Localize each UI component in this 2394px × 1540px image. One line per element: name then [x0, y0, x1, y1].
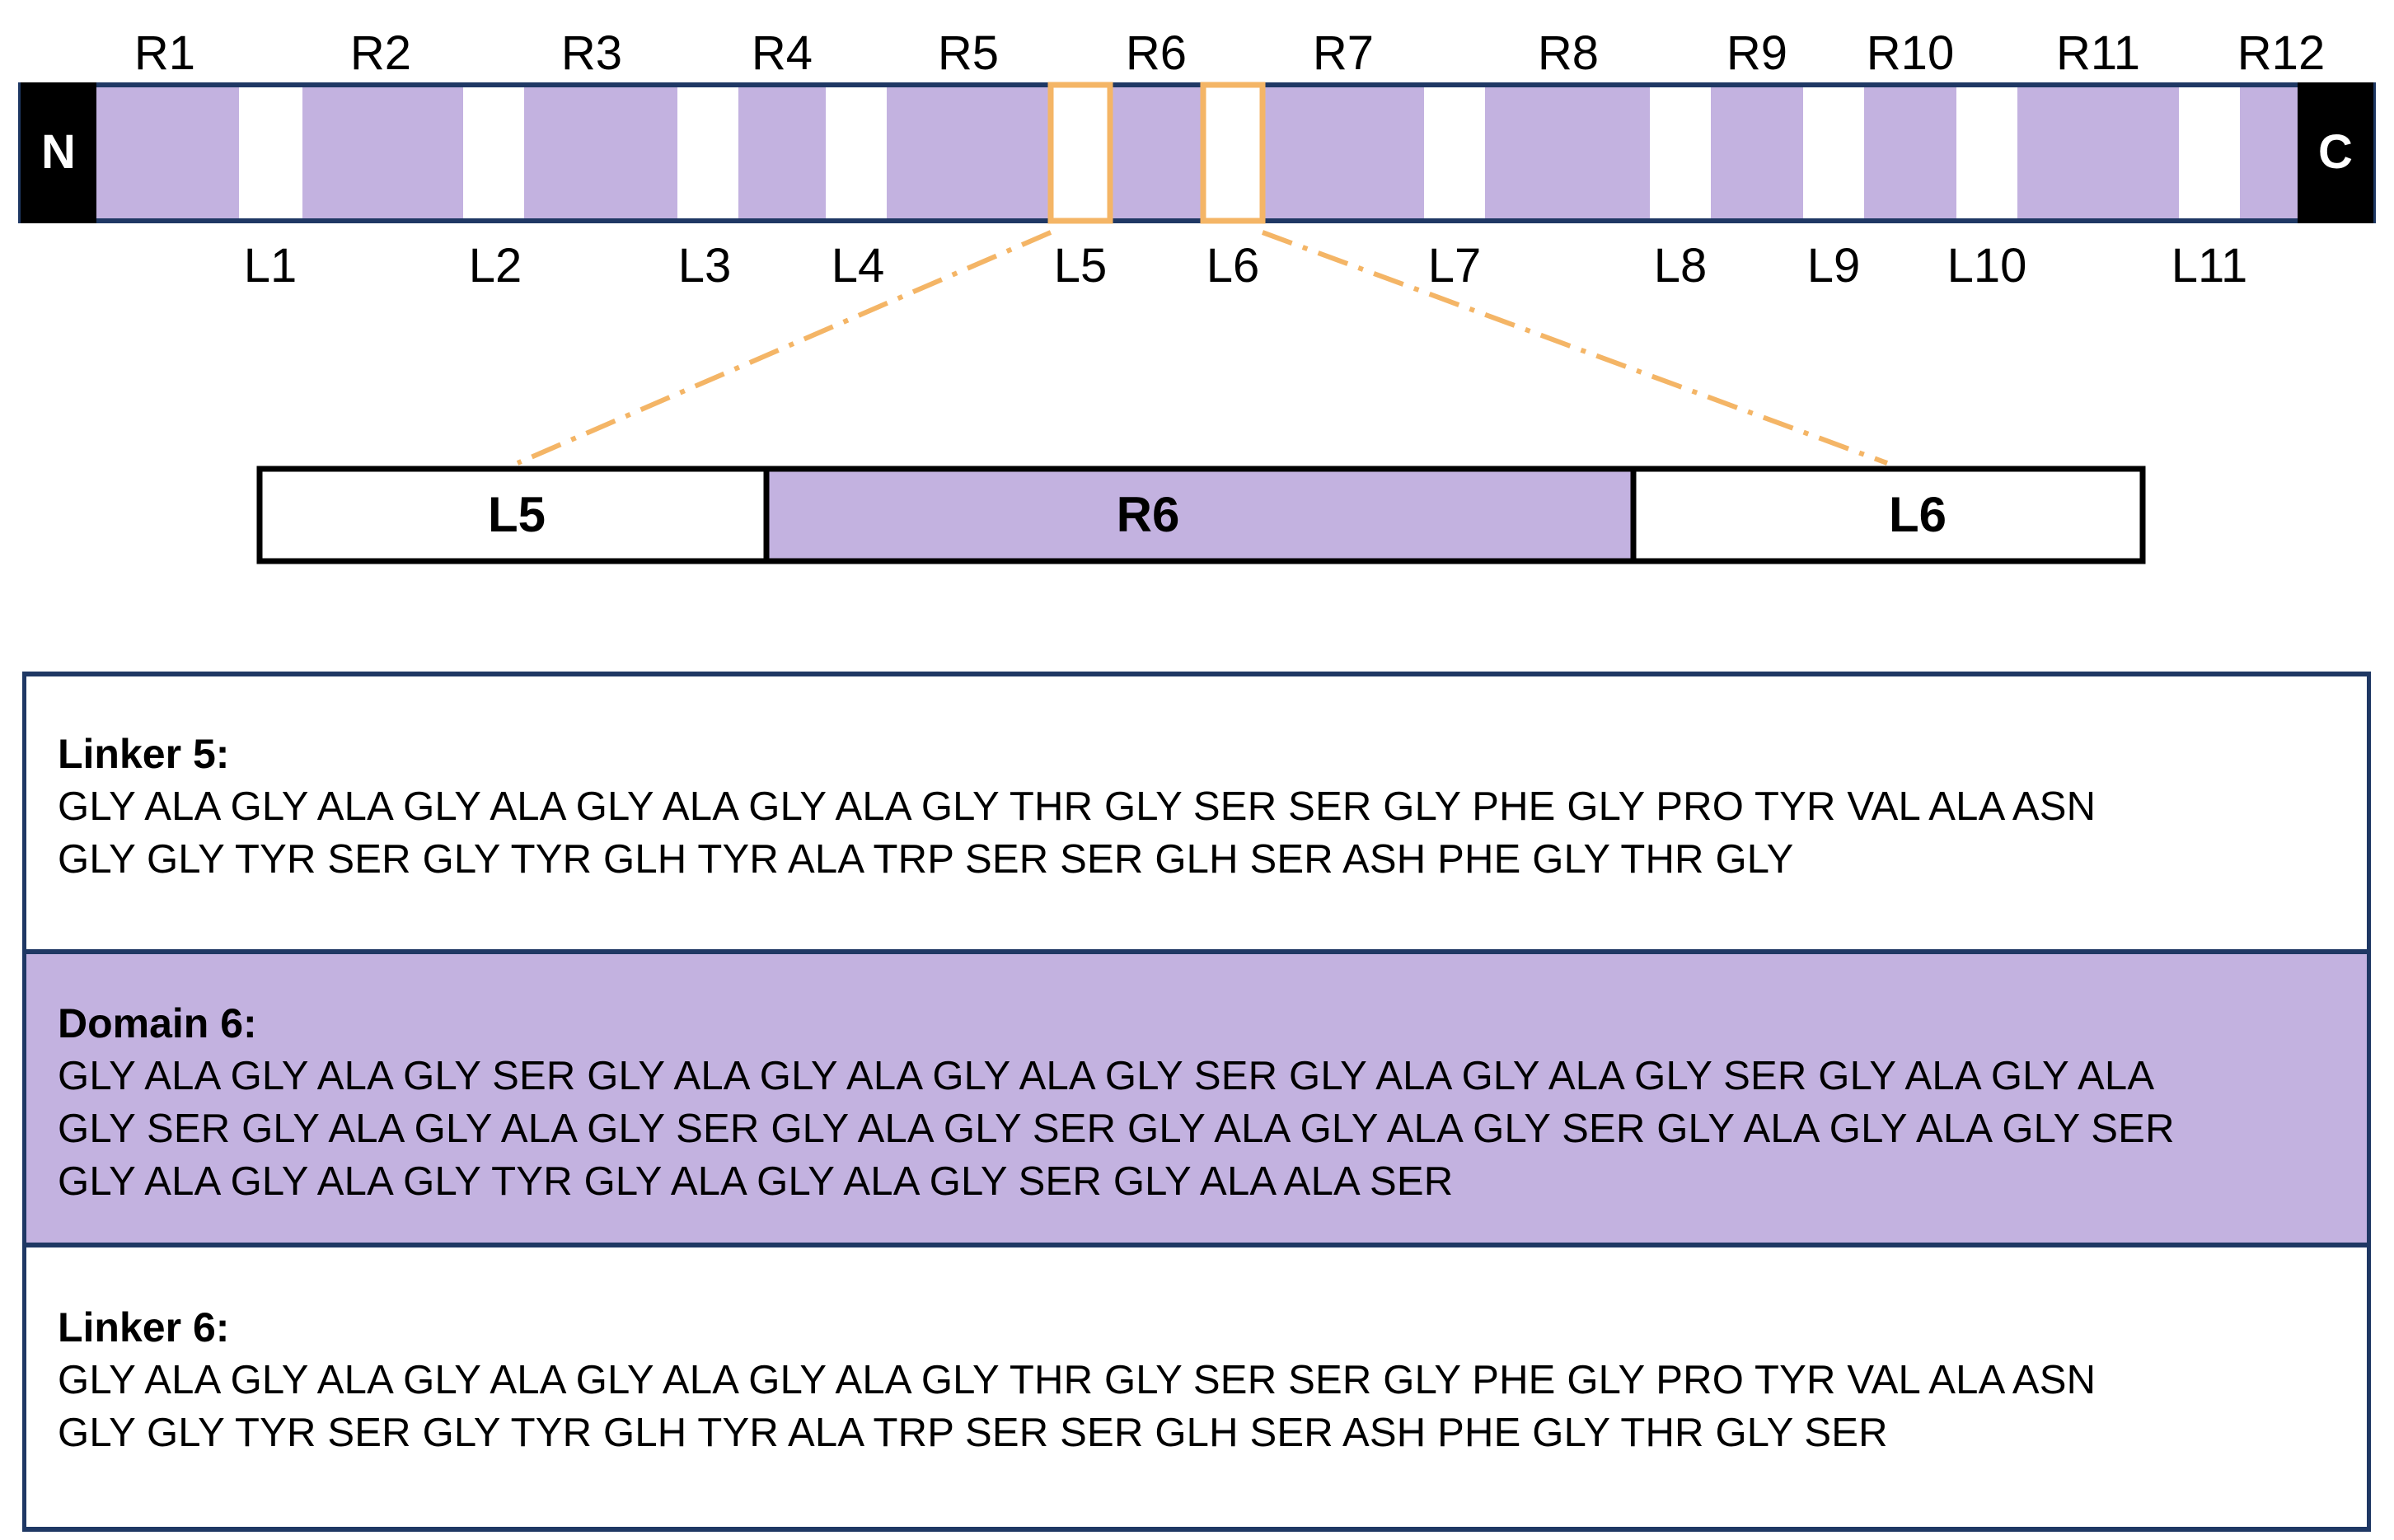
linker5-title: Linker 5:: [58, 731, 230, 777]
sequence-line: GLY ALA GLY ALA GLY SER GLY ALA GLY ALA …: [58, 1054, 2155, 1098]
linker-label-l8: L8: [1654, 239, 1708, 293]
repeat-label-r11: R11: [2056, 26, 2140, 80]
linker5-sequence-panel: Linker 5: GLY ALA GLY ALA GLY ALA GLY AL…: [22, 672, 2371, 952]
repeat-block-r8: [1485, 87, 1650, 218]
linker-label-l10: L10: [1947, 239, 2027, 293]
repeat-block-r1: [96, 87, 239, 218]
linker-label-l2: L2: [469, 239, 522, 293]
sequence-line: GLY GLY TYR SER GLY TYR GLH TYR ALA TRP …: [58, 837, 1794, 882]
n-terminus-block: [21, 82, 96, 223]
domain6-sequence-panel: Domain 6: GLY ALA GLY ALA GLY SER GLY AL…: [22, 952, 2371, 1245]
repeat-block-r2: [302, 87, 463, 218]
sequence-line: GLY ALA GLY ALA GLY TYR GLY ALA GLY ALA …: [58, 1159, 1454, 1204]
repeat-label-r12: R12: [2237, 26, 2325, 80]
domain6-title: Domain 6:: [58, 1000, 257, 1046]
linker-label-l1: L1: [244, 239, 297, 293]
linker-label-l5: L5: [1054, 239, 1108, 293]
c-terminus-label: C: [2318, 125, 2353, 179]
linker-label-l6: L6: [1206, 239, 1260, 293]
zoom-label-r6: R6: [1117, 487, 1180, 542]
linker6-title: Linker 6:: [58, 1304, 230, 1350]
c-terminus-block: [2298, 82, 2373, 223]
linker-label-l9: L9: [1807, 239, 1861, 293]
repeat-label-r8: R8: [1538, 26, 1599, 80]
repeat-block-r6: [1110, 87, 1203, 218]
repeat-label-r6: R6: [1126, 26, 1187, 80]
repeat-block-r9: [1711, 87, 1803, 218]
linker-label-l11: L11: [2171, 239, 2247, 293]
l6-highlight-box: [1200, 82, 1266, 224]
repeat-label-r4: R4: [752, 26, 813, 80]
linker6-sequence-panel: Linker 6: GLY ALA GLY ALA GLY ALA GLY AL…: [22, 1245, 2371, 1532]
repeat-block-r7: [1263, 87, 1424, 218]
repeat-block-r4: [738, 87, 826, 218]
zoom-segment-l6: [1630, 466, 2146, 564]
linker-label-l3: L3: [678, 239, 732, 293]
repeat-block-r10: [1864, 87, 1956, 218]
repeat-label-r5: R5: [938, 26, 999, 80]
l5-highlight-box: [1047, 82, 1113, 224]
repeat-block-r5: [887, 87, 1051, 218]
zoom-connector-left: [516, 230, 1052, 466]
linker-label-l7: L7: [1428, 239, 1482, 293]
n-terminus-label: N: [41, 125, 76, 179]
zoom-label-l5: L5: [488, 487, 546, 542]
linker-label-l4: L4: [832, 239, 885, 293]
sequence-line: GLY ALA GLY ALA GLY ALA GLY ALA GLY ALA …: [58, 784, 2097, 829]
zoom-connector-right: [1261, 230, 1889, 466]
repeat-block-r12: [2240, 87, 2298, 218]
zoom-segment-r6: [763, 466, 1637, 564]
repeat-label-r3: R3: [561, 26, 622, 80]
repeat-block-r3: [524, 87, 677, 218]
sequence-line: GLY SER GLY ALA GLY ALA GLY SER GLY ALA …: [58, 1107, 2175, 1151]
repeat-label-r7: R7: [1313, 26, 1374, 80]
repeat-label-r10: R10: [1867, 26, 1954, 80]
sequence-line: GLY ALA GLY ALA GLY ALA GLY ALA GLY ALA …: [58, 1358, 2097, 1402]
zoom-label-l6: L6: [1889, 487, 1947, 542]
repeat-block-r11: [2017, 87, 2179, 218]
sequence-line: GLY GLY TYR SER GLY TYR GLH TYR ALA TRP …: [58, 1411, 1888, 1455]
repeat-label-r9: R9: [1726, 26, 1787, 80]
repeat-label-r2: R2: [350, 26, 411, 80]
repeat-label-r1: R1: [134, 26, 195, 80]
